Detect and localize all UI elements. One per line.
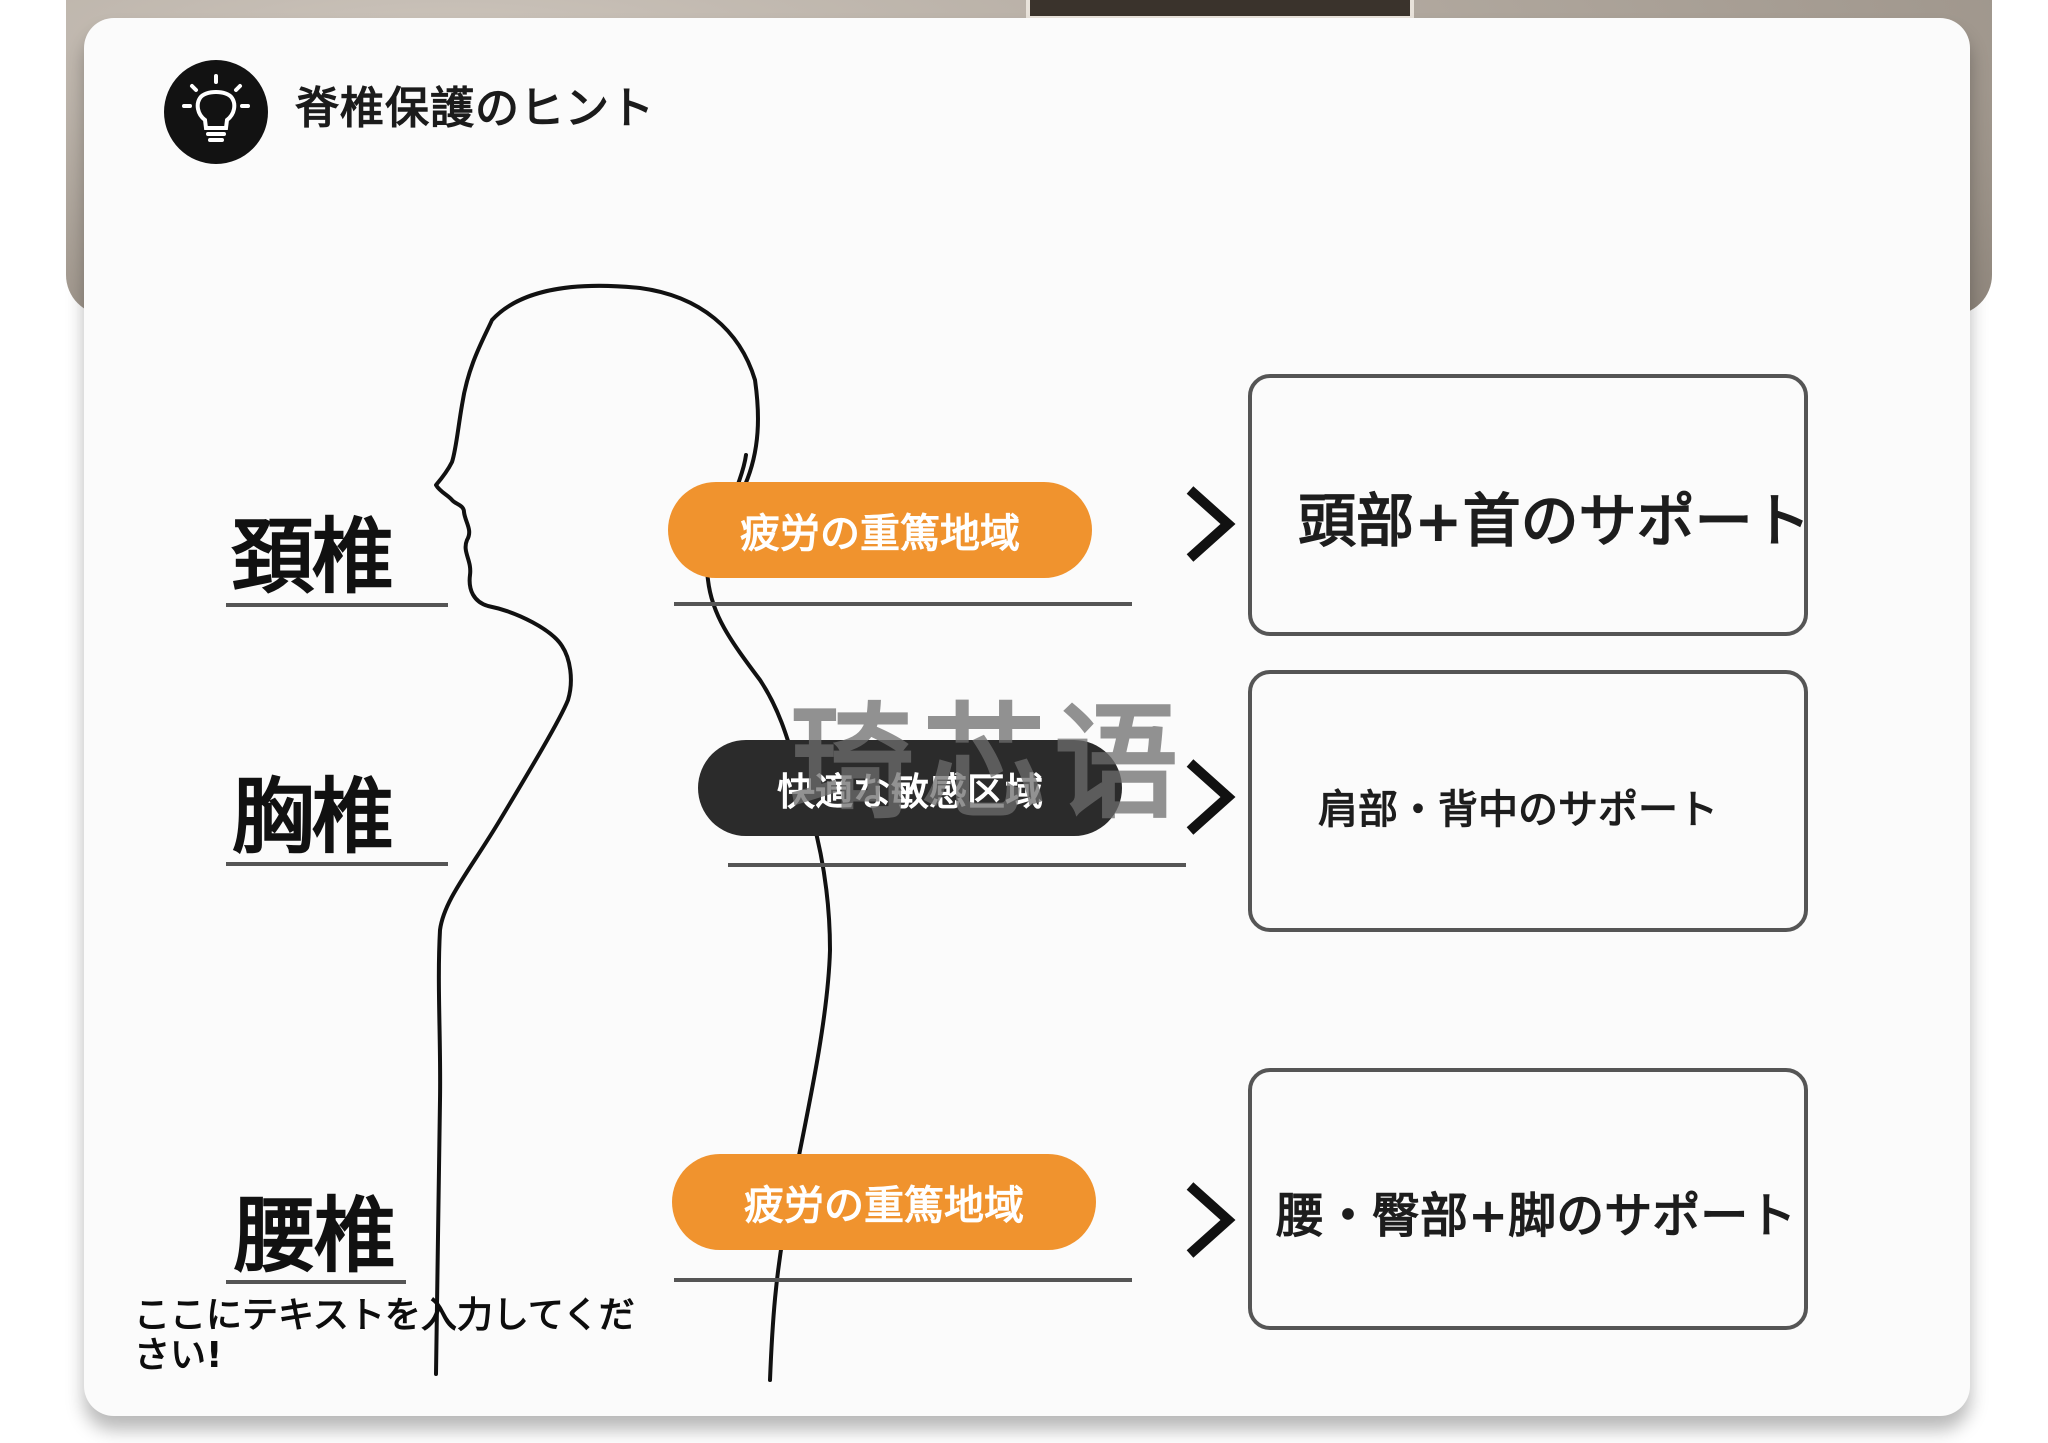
chevron-right-icon: [1186, 486, 1236, 562]
rule-pill-cervical: [674, 602, 1132, 606]
chevron-right-icon: [1186, 1182, 1236, 1258]
pill-cervical: 疲労の重篤地域: [668, 482, 1092, 578]
support-box-cervical: [1248, 374, 1808, 636]
pill-lumbar: 疲労の重篤地域: [672, 1154, 1096, 1250]
placeholder-note: ここにテキストを入力してください!: [134, 1295, 635, 1376]
rule-pill-thoracic: [728, 863, 1186, 867]
label-thoracic: 胸椎: [232, 770, 394, 865]
support-text-thoracic: 肩部・背中のサポート: [1318, 787, 1718, 833]
rule-thoracic: [226, 862, 448, 866]
support-box-thoracic: [1248, 670, 1808, 932]
watermark: 琦芯语: [790, 692, 1187, 836]
rule-lumbar: [226, 1280, 406, 1284]
rule-cervical: [226, 603, 448, 607]
support-box-lumbar: [1248, 1068, 1808, 1330]
support-text-lumbar: 腰・臀部+脚のサポート: [1276, 1188, 1797, 1244]
pill-thoracic: 快適な敏感区域: [698, 740, 1122, 836]
page-title: 脊椎保護のヒント: [295, 83, 655, 134]
label-lumbar: 腰椎: [234, 1189, 396, 1284]
lightbulb-icon: [164, 60, 268, 164]
label-cervical: 頚椎: [232, 510, 394, 605]
chevron-right-icon: [1186, 759, 1236, 835]
rule-pill-lumbar: [674, 1278, 1132, 1282]
support-text-cervical: 頭部+首のサポート: [1298, 487, 1811, 555]
